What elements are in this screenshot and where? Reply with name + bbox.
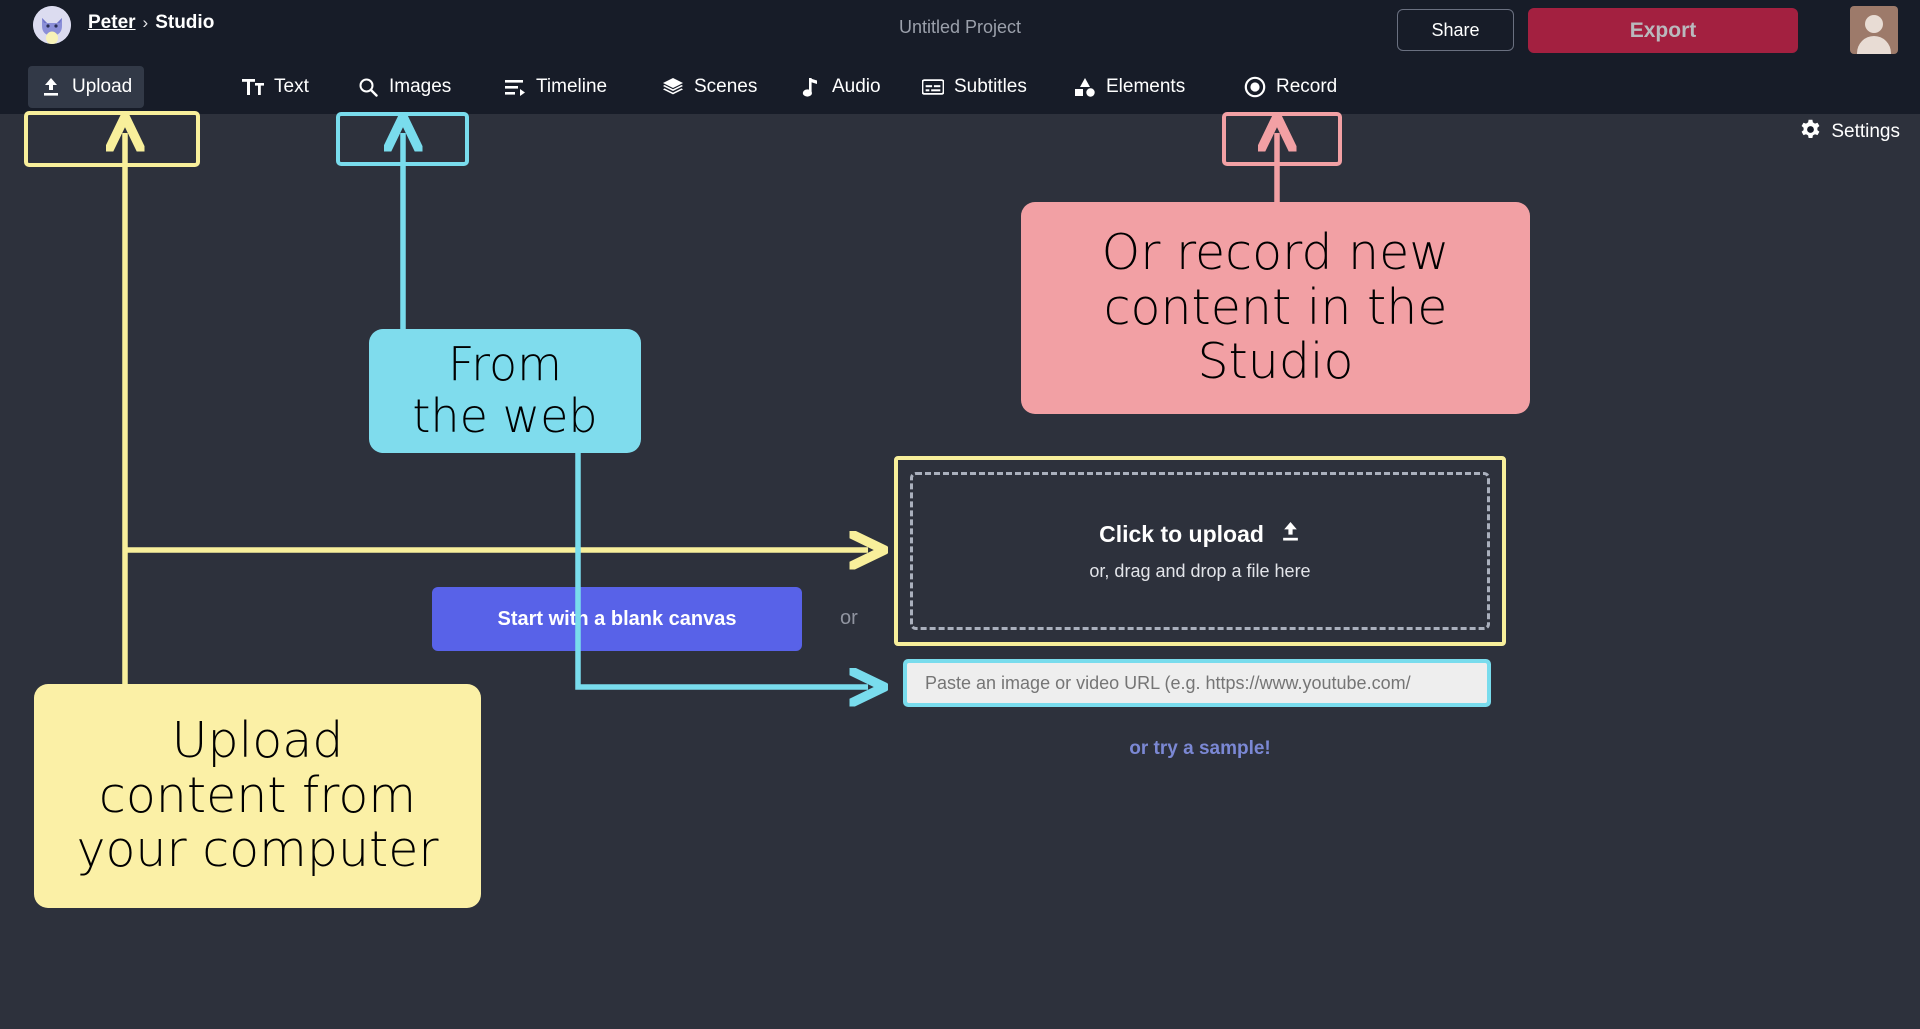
upload-dropzone-subtitle: or, drag and drop a file here [1089,560,1311,581]
nav-label-record: Record [1276,76,1338,97]
upload-callout: Upload content from your computer [34,684,481,908]
upload-icon [1280,521,1301,548]
breadcrumb-separator: › [142,13,149,32]
share-button[interactable]: Share [1397,9,1514,51]
url-input[interactable] [907,663,1487,703]
cat-avatar-icon[interactable] [33,6,71,44]
nav-label-scenes: Scenes [694,76,758,97]
record-highlight-box [1222,112,1342,166]
breadcrumb: Peter › Studio [88,12,214,34]
nav-item-upload[interactable]: Upload [28,66,145,108]
search-icon [357,76,379,98]
text-icon [242,76,264,98]
upload-dropzone[interactable]: Click to upload or, drag and drop a file… [910,472,1490,630]
avatar-body [1857,36,1891,54]
nav-item-images[interactable]: Images [345,66,463,108]
avatar-head [1865,15,1883,33]
music-note-icon [800,76,822,98]
arrow-web-to-url-input [575,453,868,687]
nav-label-elements: Elements [1106,76,1186,97]
nav-item-subtitles[interactable]: Subtitles [910,66,1039,108]
record-callout: Or record new content in the Studio [1021,202,1530,414]
shapes-icon [1074,76,1096,98]
start-blank-canvas-button[interactable]: Start with a blank canvas [432,587,802,651]
upload-icon [40,76,62,98]
breadcrumb-user-link[interactable]: Peter [88,12,136,33]
nav-item-elements[interactable]: Elements [1062,66,1197,108]
settings-button[interactable]: Settings [1800,112,1900,152]
nav-item-scenes[interactable]: Scenes [650,66,769,108]
nav-bar: Upload Text Images Timeline Scenes [0,60,1920,167]
images-highlight-box [336,112,469,166]
nav-item-record[interactable]: Record [1232,66,1349,108]
upload-highlight-box [24,111,200,167]
gear-icon [1800,119,1821,146]
nav-label-timeline: Timeline [536,76,608,97]
web-callout: From the web [369,329,641,453]
nav-label-subtitles: Subtitles [954,76,1027,97]
nav-item-timeline[interactable]: Timeline [492,66,619,108]
nav-item-text[interactable]: Text [230,66,321,108]
upload-dropzone-title: Click to upload [1099,520,1264,547]
nav-label-upload: Upload [72,76,133,97]
record-icon [1244,76,1266,98]
nav-label-audio: Audio [832,76,881,97]
top-bar: Peter › Studio Untitled Project Share Ex… [0,0,1920,60]
breadcrumb-current: Studio [155,12,215,33]
subtitles-icon [922,76,944,98]
try-a-sample-link[interactable]: or try a sample! [1129,738,1271,759]
export-button[interactable]: Export [1528,8,1798,53]
user-avatar-icon[interactable] [1850,6,1898,54]
upload-dropzone-highlight: Click to upload or, drag and drop a file… [894,456,1506,646]
nav-item-audio[interactable]: Audio [788,66,893,108]
url-input-highlight [903,659,1491,707]
nav-label-images: Images [389,76,452,97]
timeline-icon [504,76,526,98]
nav-label-text: Text [274,76,309,97]
upload-dropzone-title-row: Click to upload [1099,521,1301,548]
settings-label: Settings [1831,121,1900,142]
or-separator-label: or [840,607,858,629]
layers-icon [662,76,684,98]
